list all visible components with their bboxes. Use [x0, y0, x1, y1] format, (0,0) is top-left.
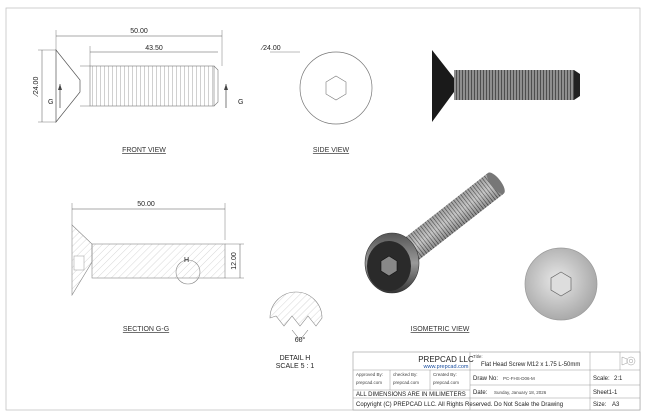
section-view-thread-diameter: 12.00 [231, 252, 238, 270]
front-view-overall-length: 50.00 [130, 28, 148, 35]
section-view-label: SECTION G-G [123, 326, 169, 333]
end-hex-socket-icon [550, 271, 572, 297]
side-view-label: SIDE VIEW [313, 147, 350, 154]
detail-view: 60° DETAIL H SCALE 5 : 1 [269, 291, 323, 370]
end-view-render [524, 247, 598, 321]
date-value: Sunday, January 18, 2026 [494, 390, 547, 395]
sheet-border [5, 7, 641, 411]
scale-label: Scale: [593, 376, 610, 382]
iso-hex-socket-icon [380, 255, 398, 277]
side-view-diameter: ∕24.00 [260, 45, 281, 52]
projection-symbol-icon [621, 356, 636, 366]
side-view-outline [299, 51, 373, 125]
title-label: Title: [473, 354, 483, 359]
sheet-value: Sheet1-1 [593, 390, 618, 396]
scale-value: 2:1 [614, 376, 623, 382]
size-value: A3 [612, 402, 620, 408]
section-shank [91, 243, 226, 279]
section-view-length: 50.00 [137, 201, 155, 208]
section-mark-right: G [238, 99, 243, 106]
approved-by-label: Approved By: [356, 372, 383, 377]
title-value: Flat Head Screw M12 x 1.75 L-50mm [481, 362, 580, 368]
size-label: Size: [593, 402, 607, 408]
checked-by-label: checked By: [393, 372, 418, 377]
company-name: PREPCAD LLC [418, 355, 474, 364]
company-website[interactable]: www.prepcad.com [423, 364, 469, 370]
section-mark-left: G [48, 99, 53, 106]
isometric-view-label: ISOMETRIC VIEW [411, 326, 470, 333]
units-note: ALL DIMENSIONS ARE IN MILIMETERS [356, 392, 466, 398]
draw-no-label: Draw No: [473, 376, 498, 382]
detail-thread-profile [269, 291, 323, 327]
draw-no-value: PC-FHS-D06-M [503, 376, 535, 381]
isometric-view: ISOMETRIC VIEW [364, 172, 505, 333]
hex-socket-icon [325, 75, 347, 101]
front-view-head [55, 49, 81, 123]
front-view-label: FRONT VIEW [122, 147, 166, 154]
created-by-label: Created By: [433, 372, 457, 377]
render-head [432, 50, 454, 122]
copyright: Copyright (C) PREPCAD LLC. All Rights Re… [356, 402, 563, 408]
front-view-thread [89, 65, 215, 107]
detail-mark: H [184, 257, 189, 264]
front-view-thread-length: 43.50 [145, 45, 163, 52]
detail-label: DETAIL H [280, 355, 311, 362]
detail-angle: 60° [295, 336, 306, 344]
side-view: ∕24.00 SIDE VIEW [260, 45, 373, 154]
date-label: Date: [473, 390, 488, 396]
approved-by-value: prepcad.com [356, 380, 382, 385]
front-view: 50.00 43.50 ∕24.00 G G FRONT VIEW [33, 28, 243, 154]
title-block: PREPCAD LLC www.prepcad.com Title: Flat … [352, 351, 641, 411]
screw-render-side [432, 50, 580, 122]
section-view: 50.00 12.00 H SECTION G-G [71, 201, 244, 333]
detail-circle [175, 259, 201, 285]
checked-by-value: prepcad.com [393, 380, 419, 385]
front-view-head-diameter: ∕24.00 [33, 77, 40, 98]
created-by-value: prepcad.com [433, 380, 459, 385]
detail-scale: SCALE 5 : 1 [276, 363, 315, 370]
